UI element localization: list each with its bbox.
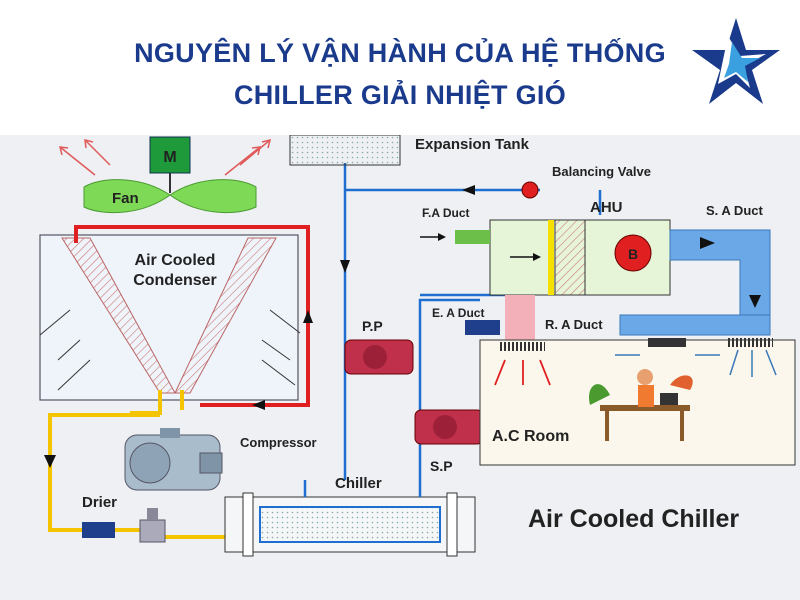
room-air-arrows	[494, 359, 551, 386]
condenser-label-line-1: Air Cooled	[135, 252, 216, 269]
flow-arrow-left-2	[462, 185, 475, 195]
page-title-line-2: CHILLER GIẢI NHIỆT GIÓ	[233, 80, 567, 110]
primary-pump-icon	[344, 339, 414, 375]
ac-room-label: A.C Room	[492, 428, 569, 445]
ahu-label: AHU	[590, 199, 623, 216]
header: NGUYÊN LÝ VẬN HÀNH CỦA HỆ THỐNG CHILLER …	[0, 0, 800, 135]
balancing-valve-icon	[521, 181, 539, 199]
flow-arrow-up	[303, 310, 313, 323]
ra-duct-label: R. A Duct	[545, 317, 603, 332]
ahu-coil	[554, 219, 586, 296]
primary-pump-label: P.P	[362, 318, 383, 334]
hot-air-arrows	[59, 138, 272, 176]
secondary-pump-label: S.P	[430, 458, 453, 474]
condenser-label-line-2: Condenser	[133, 272, 217, 289]
intake-air-arrows	[39, 309, 301, 391]
fan-label: Fan	[112, 190, 139, 207]
diagram-caption: Air Cooled Chiller	[528, 505, 739, 533]
ra-duct	[505, 295, 535, 340]
star-icon	[692, 18, 780, 104]
page-title-line-1: NGUYÊN LÝ VẬN HÀNH CỦA HỆ THỐNG	[134, 38, 666, 68]
fa-duct-label: F.A Duct	[422, 206, 470, 220]
compressor-label: Compressor	[240, 435, 317, 450]
chiller-water-pipes	[303, 480, 422, 497]
expansion-tank-icon	[289, 135, 401, 166]
drier-icon	[82, 522, 115, 538]
ea-duct-label: E. A Duct	[432, 306, 484, 320]
motor-label: M	[163, 149, 176, 166]
flow-arrow-down-2	[340, 260, 350, 273]
return-grille	[500, 342, 545, 351]
flow-arrow-left	[252, 400, 265, 410]
drier-label: Drier	[82, 494, 117, 511]
secondary-pump-icon	[414, 409, 484, 445]
office-worker-icon	[589, 369, 693, 441]
supply-diffuser-2	[728, 338, 773, 347]
sa-duct-lower	[619, 314, 771, 336]
chiller-label: Chiller	[335, 475, 382, 492]
fa-duct	[455, 230, 490, 244]
expansion-tank-label: Expansion Tank	[415, 136, 530, 153]
blower-label: B	[628, 246, 638, 262]
balancing-valve-label: Balancing Valve	[552, 164, 651, 179]
supply-air-arrows	[615, 349, 777, 377]
condenser-coil-right	[174, 237, 277, 394]
fan-blade-left	[83, 179, 171, 214]
blower-icon	[614, 234, 652, 272]
ahu-filter	[548, 220, 554, 295]
compressor-icon	[124, 428, 223, 491]
expansion-valve-icon	[139, 508, 166, 543]
chiller-diagram: M Fan Air Cooled Condenser Compressor Dr…	[0, 135, 800, 600]
ac-room-box	[479, 339, 796, 466]
hot-gas-pipe	[74, 225, 310, 407]
sa-duct-label: S. A Duct	[706, 203, 763, 218]
fan-blade-right	[169, 179, 257, 214]
flow-arrow-down	[44, 455, 56, 468]
supply-diffuser-1	[648, 338, 686, 347]
chiller-evaporator-icon	[224, 492, 476, 557]
ea-duct	[465, 320, 500, 335]
